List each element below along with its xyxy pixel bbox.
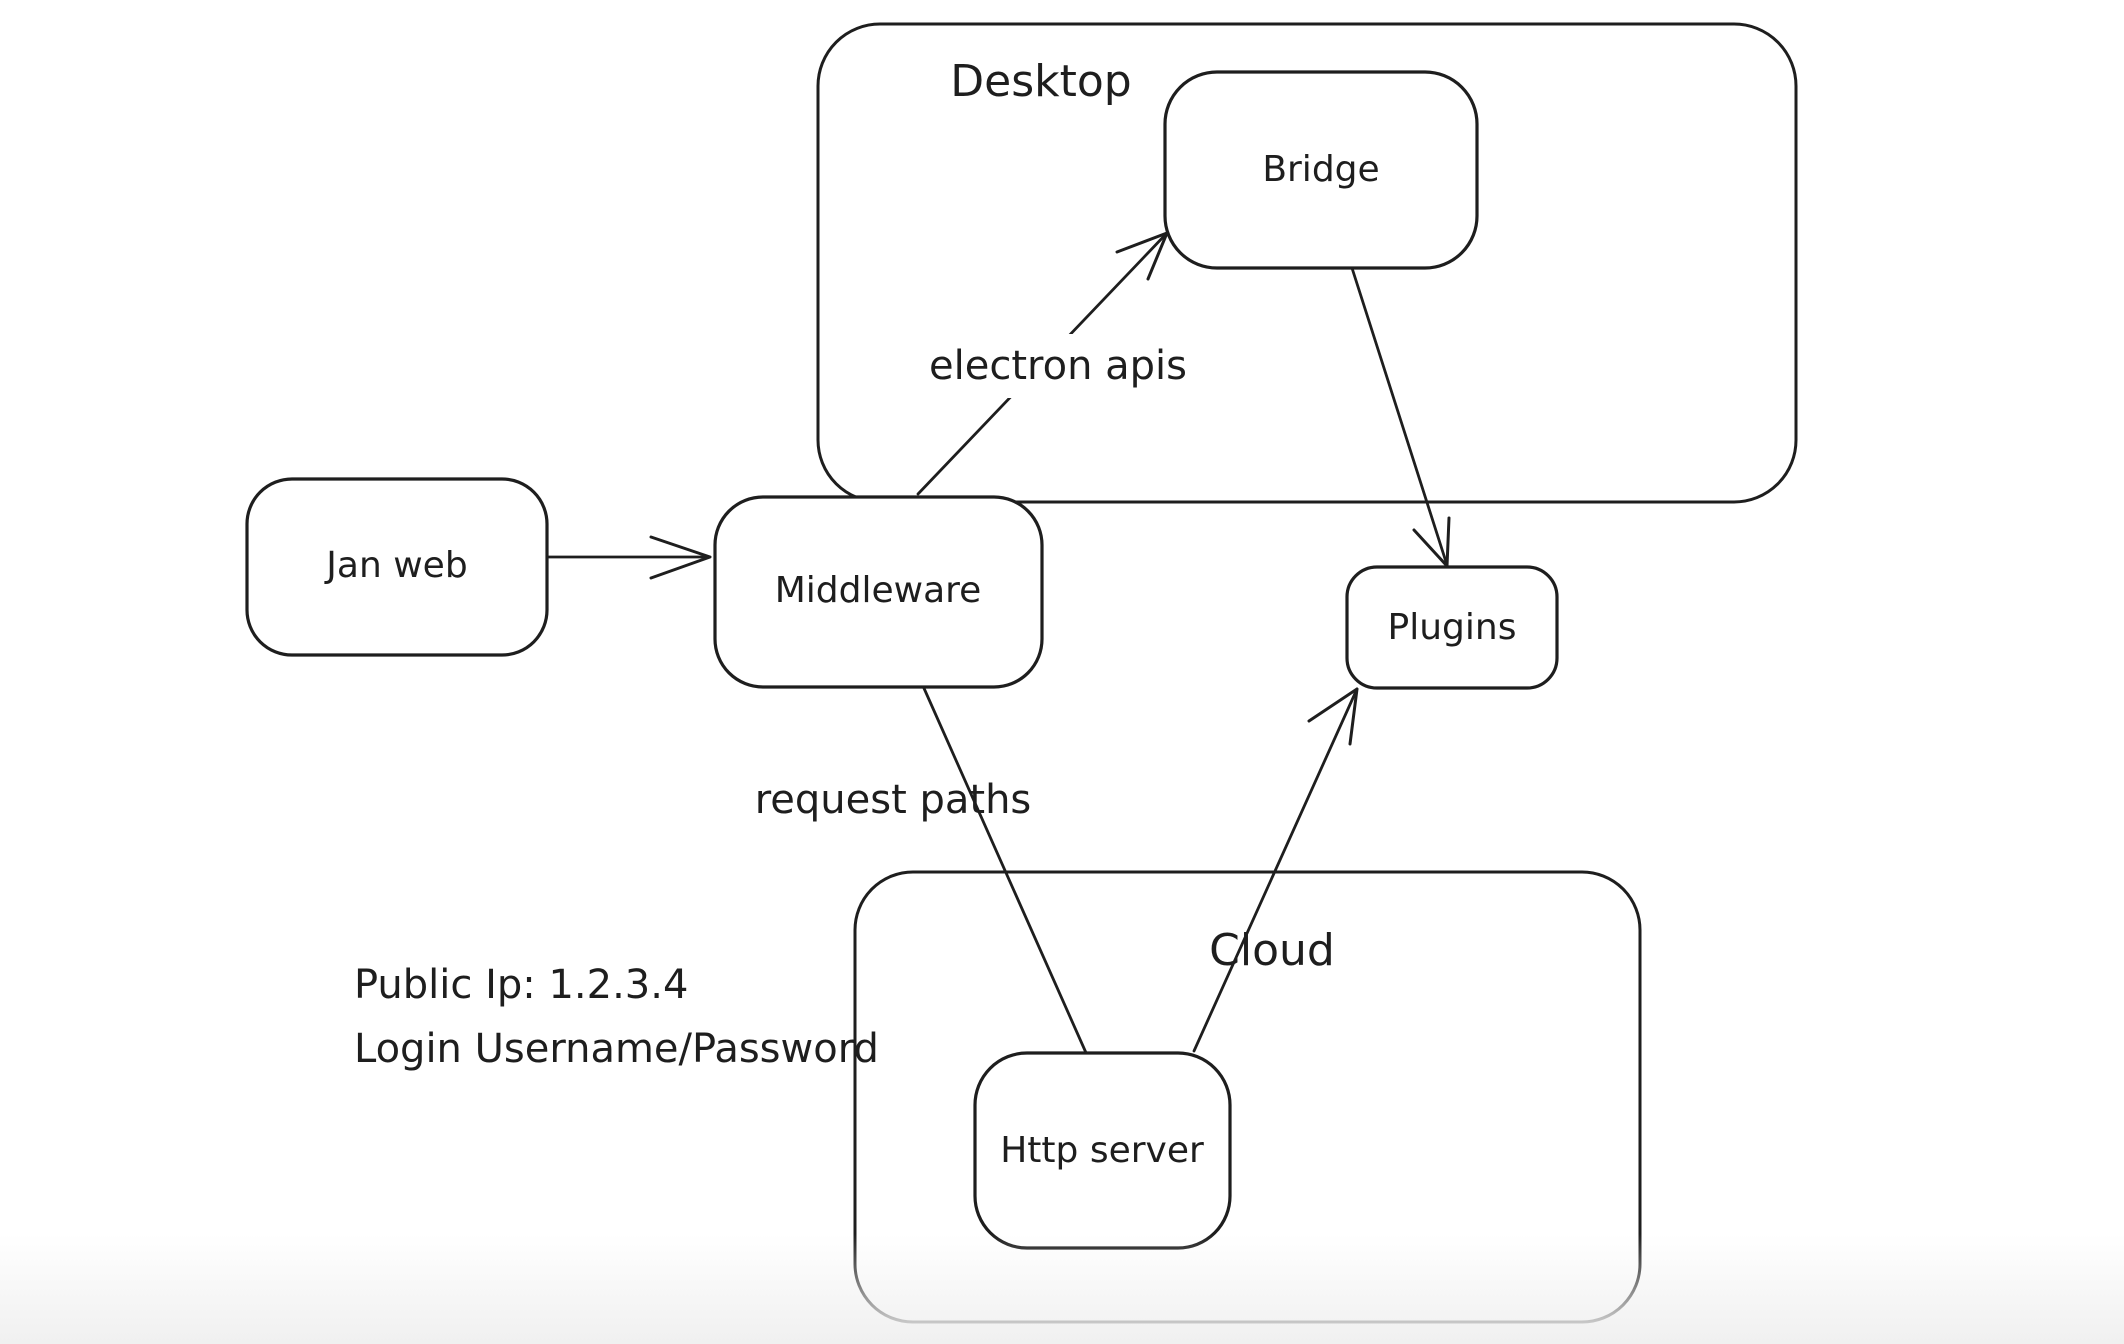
node-bridge-label[interactable]: Bridge [1262, 149, 1379, 190]
node-jan-web-box[interactable] [245, 477, 549, 657]
arrow-bridge-to-plugins-line[interactable] [1350, 266, 1449, 567]
node-jan-web[interactable]: Jan web [245, 477, 549, 657]
node-middleware-box[interactable] [713, 495, 1044, 689]
container-cloud[interactable]: Cloud [853, 870, 1642, 1324]
node-bridge[interactable]: Bridge [1163, 70, 1479, 270]
note-public-ip[interactable]: Public Ip: 1.2.3.4 [354, 962, 688, 1008]
desktop-container-box[interactable] [816, 22, 1798, 504]
note-text-block[interactable]: Public Ip: 1.2.3.4 Login Username/Passwo… [354, 962, 879, 1072]
line-middleware-to-http-server-line[interactable] [921, 684, 1089, 1057]
node-http-server[interactable]: Http server [973, 1051, 1232, 1250]
arrow-jan-web-to-middleware-head[interactable] [649, 535, 712, 580]
line-middleware-to-http-server[interactable] [921, 684, 1089, 1057]
node-middleware[interactable]: Middleware [713, 495, 1044, 689]
node-plugins-label[interactable]: Plugins [1388, 607, 1517, 648]
arrow-jan-web-to-middleware[interactable] [545, 535, 712, 580]
arrow-bridge-to-plugins[interactable] [1350, 266, 1451, 568]
edge-label-electron-apis-bg [925, 334, 1193, 398]
edge-label-electron-apis[interactable]: electron apis [929, 343, 1187, 389]
node-jan-web-label[interactable]: Jan web [324, 545, 467, 586]
cloud-container-label[interactable]: Cloud [1209, 925, 1335, 976]
node-http-server-label[interactable]: Http server [1000, 1130, 1204, 1171]
container-desktop[interactable]: Desktop [816, 22, 1798, 504]
arrow-http-server-to-plugins-head[interactable] [1307, 687, 1359, 746]
node-plugins-box[interactable] [1345, 565, 1559, 690]
node-plugins[interactable]: Plugins [1345, 565, 1559, 690]
arrow-http-server-to-plugins[interactable] [1192, 687, 1359, 1053]
edge-label-request-paths[interactable]: request paths [755, 777, 1032, 823]
desktop-container-label[interactable]: Desktop [950, 56, 1131, 107]
note-login[interactable]: Login Username/Password [354, 1026, 879, 1072]
node-bridge-box[interactable] [1163, 70, 1479, 270]
edge-label-electron-apis-group[interactable]: electron apis [925, 334, 1193, 398]
arrow-http-server-to-plugins-line[interactable] [1192, 687, 1359, 1053]
node-middleware-label[interactable]: Middleware [775, 570, 982, 611]
